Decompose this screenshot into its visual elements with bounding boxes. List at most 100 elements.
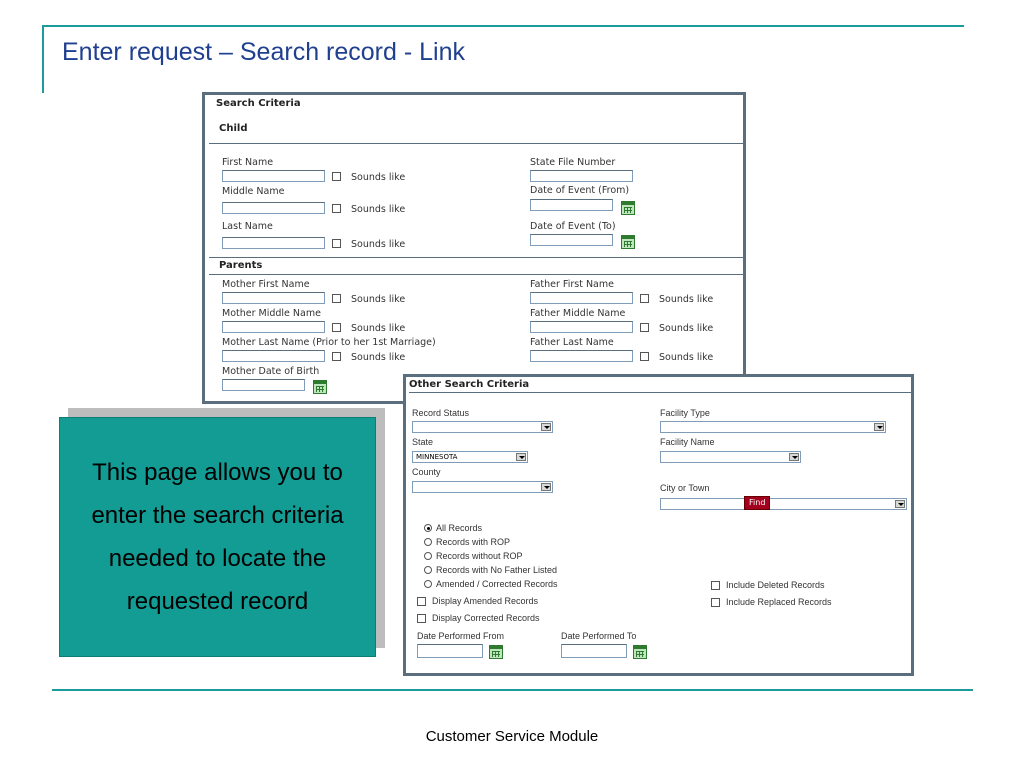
search-criteria-panel: Search Criteria Child First Name Sounds …: [202, 92, 746, 404]
father-last-name-label: Father Last Name: [530, 337, 614, 348]
chevron-down-icon: [895, 500, 905, 508]
mother-last-name-sounds-like-label: Sounds like: [351, 352, 406, 363]
parents-divider-top: [209, 257, 744, 258]
date-performed-to-input[interactable]: [561, 644, 627, 658]
first-name-label: First Name: [222, 157, 274, 168]
callout-box: This page allows you to enter the search…: [59, 417, 376, 657]
state-selected-value: MINNESOTA: [416, 453, 458, 461]
mother-first-name-input[interactable]: [222, 292, 325, 304]
first-name-sounds-like-label: Sounds like: [351, 172, 406, 183]
state-select[interactable]: MINNESOTA: [412, 451, 528, 463]
mother-middle-name-label: Mother Middle Name: [222, 308, 321, 319]
first-name-sounds-like-checkbox[interactable]: [332, 172, 341, 181]
state-file-number-label: State File Number: [530, 157, 616, 168]
facility-name-select[interactable]: [660, 451, 801, 463]
search-criteria-header: Search Criteria: [216, 98, 301, 109]
county-select[interactable]: [412, 481, 553, 493]
chevron-down-icon: [874, 423, 884, 431]
date-performed-from-input[interactable]: [417, 644, 483, 658]
facility-name-label: Facility Name: [660, 437, 715, 447]
records-with-rop-radio[interactable]: [424, 538, 432, 546]
father-last-name-sounds-like-checkbox[interactable]: [640, 352, 649, 361]
last-name-sounds-like-label: Sounds like: [351, 239, 406, 250]
records-without-rop-label: Records without ROP: [436, 551, 523, 561]
last-name-sounds-like-checkbox[interactable]: [332, 239, 341, 248]
other-header-divider: [409, 392, 911, 393]
other-search-criteria-panel: Other Search Criteria Record Status Stat…: [403, 374, 914, 676]
date-event-to-calendar-icon[interactable]: [621, 235, 635, 249]
display-amended-checkbox[interactable]: [417, 597, 426, 606]
include-deleted-checkbox[interactable]: [711, 581, 720, 590]
date-event-from-input[interactable]: [530, 199, 613, 211]
chevron-down-icon: [789, 453, 799, 461]
middle-name-input[interactable]: [222, 202, 325, 214]
all-records-label: All Records: [436, 523, 483, 533]
first-name-input[interactable]: [222, 170, 325, 182]
amended-corrected-radio[interactable]: [424, 580, 432, 588]
state-file-number-input[interactable]: [530, 170, 633, 182]
parents-section-header: Parents: [219, 260, 263, 271]
date-event-from-calendar-icon[interactable]: [621, 201, 635, 215]
father-middle-name-input[interactable]: [530, 321, 633, 333]
father-middle-name-sounds-like-checkbox[interactable]: [640, 323, 649, 332]
display-amended-label: Display Amended Records: [432, 596, 539, 606]
record-status-select[interactable]: [412, 421, 553, 433]
mother-dob-calendar-icon[interactable]: [313, 380, 327, 394]
mother-first-name-sounds-like-label: Sounds like: [351, 294, 406, 305]
father-first-name-sounds-like-label: Sounds like: [659, 294, 714, 305]
record-status-label: Record Status: [412, 408, 470, 418]
father-last-name-input[interactable]: [530, 350, 633, 362]
slide-title: Enter request – Search record - Link: [62, 38, 465, 66]
state-label: State: [412, 437, 434, 447]
mother-last-name-sounds-like-checkbox[interactable]: [332, 352, 341, 361]
city-or-town-select[interactable]: [660, 498, 907, 510]
mother-first-name-sounds-like-checkbox[interactable]: [332, 294, 341, 303]
display-corrected-label: Display Corrected Records: [432, 613, 540, 623]
city-or-town-label: City or Town: [660, 483, 710, 493]
child-section-header: Child: [219, 123, 248, 134]
chevron-down-icon: [541, 483, 551, 491]
father-middle-name-sounds-like-label: Sounds like: [659, 323, 714, 334]
all-records-radio[interactable]: [424, 524, 432, 532]
county-label: County: [412, 467, 441, 477]
middle-name-sounds-like-label: Sounds like: [351, 204, 406, 215]
father-first-name-input[interactable]: [530, 292, 633, 304]
facility-type-select[interactable]: [660, 421, 886, 433]
mother-middle-name-input[interactable]: [222, 321, 325, 333]
date-event-to-input[interactable]: [530, 234, 613, 246]
date-performed-to-calendar-icon[interactable]: [633, 645, 647, 659]
date-event-to-label: Date of Event (To): [530, 221, 616, 232]
father-middle-name-label: Father Middle Name: [530, 308, 626, 319]
bottom-rule: [52, 689, 973, 691]
mother-last-name-label: Mother Last Name (Prior to her 1st Marri…: [222, 337, 436, 348]
father-first-name-sounds-like-checkbox[interactable]: [640, 294, 649, 303]
last-name-label: Last Name: [222, 221, 273, 232]
last-name-input[interactable]: [222, 237, 325, 249]
chevron-down-icon: [541, 423, 551, 431]
records-without-rop-radio[interactable]: [424, 552, 432, 560]
title-top-rule: [42, 25, 964, 27]
date-performed-from-calendar-icon[interactable]: [489, 645, 503, 659]
mother-dob-input[interactable]: [222, 379, 305, 391]
include-replaced-checkbox[interactable]: [711, 598, 720, 607]
title-left-rule: [42, 25, 44, 93]
middle-name-sounds-like-checkbox[interactable]: [332, 204, 341, 213]
records-no-father-radio[interactable]: [424, 566, 432, 574]
mother-last-name-input[interactable]: [222, 350, 325, 362]
chevron-down-icon: [516, 453, 526, 461]
father-first-name-label: Father First Name: [530, 279, 614, 290]
records-no-father-label: Records with No Father Listed: [436, 565, 558, 575]
include-deleted-label: Include Deleted Records: [726, 580, 825, 590]
callout-text: This page allows you to enter the search…: [91, 459, 344, 615]
child-divider: [209, 143, 744, 144]
middle-name-label: Middle Name: [222, 186, 285, 197]
include-replaced-label: Include Replaced Records: [726, 597, 832, 607]
mother-middle-name-sounds-like-checkbox[interactable]: [332, 323, 341, 332]
parents-divider-bottom: [209, 274, 744, 275]
display-corrected-checkbox[interactable]: [417, 614, 426, 623]
find-button[interactable]: Find: [744, 496, 771, 510]
father-last-name-sounds-like-label: Sounds like: [659, 352, 714, 363]
other-search-criteria-header: Other Search Criteria: [409, 379, 530, 390]
date-performed-to-label: Date Performed To: [561, 631, 637, 641]
mother-dob-label: Mother Date of Birth: [222, 366, 320, 377]
